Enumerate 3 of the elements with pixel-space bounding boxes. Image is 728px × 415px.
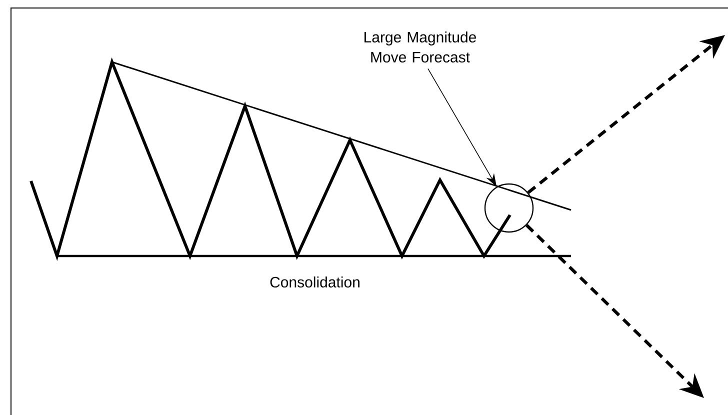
pattern-label: Consolidation: [270, 276, 360, 288]
callout-text: Large Magnitude Move Forecast: [364, 32, 476, 62]
highlight-circle: [484, 183, 534, 233]
